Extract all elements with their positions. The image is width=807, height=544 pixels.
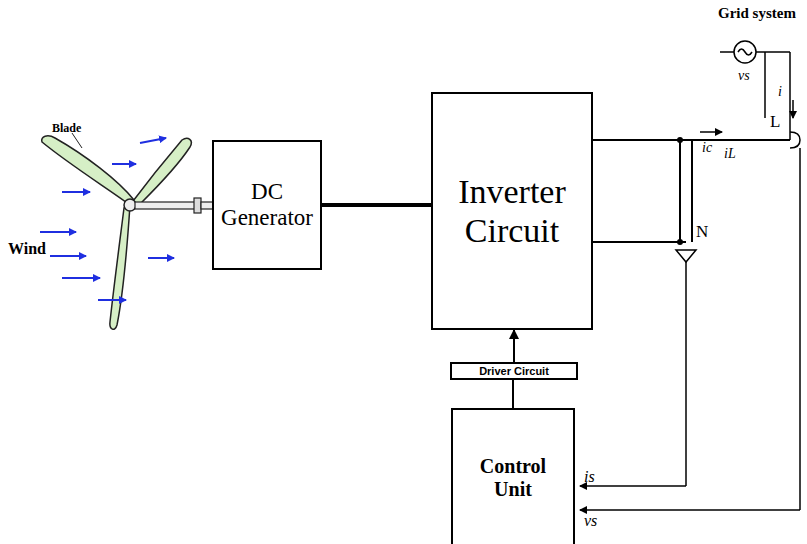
signal-name: i — [778, 84, 782, 100]
box-label: Inverter Circuit — [441, 172, 583, 250]
signal-name: vs — [584, 512, 597, 530]
box-label: Driver Circuit — [479, 365, 549, 378]
dc-link — [322, 203, 431, 207]
signal-name: is — [584, 468, 595, 486]
signal-name: iL — [724, 146, 736, 162]
part-name: Blade — [52, 121, 81, 136]
part-name: Grid system — [718, 5, 796, 22]
ac-wires — [592, 140, 790, 242]
signal-line — [512, 380, 514, 408]
terminal-name: L — [770, 112, 780, 132]
hub — [124, 199, 136, 211]
shaft — [135, 202, 195, 209]
generator-box: DC Generator — [212, 140, 322, 270]
leader-line — [72, 133, 82, 148]
control-box: Control Unit — [451, 408, 575, 544]
grid-source — [720, 41, 790, 140]
wind-arrows — [40, 138, 174, 300]
signal-name: vs — [738, 68, 750, 84]
current-arrow — [700, 131, 722, 133]
signal-line — [513, 330, 515, 362]
signal-name: ic — [702, 140, 712, 156]
terminal-name: N — [696, 222, 708, 242]
current-sensor — [790, 132, 800, 148]
driver-box: Driver Circuit — [450, 362, 578, 380]
inverter-box: Inverter Circuit — [431, 92, 593, 330]
sense-wires — [580, 148, 800, 510]
coupling — [194, 198, 201, 213]
part-name: Wind — [8, 240, 46, 258]
current-arrow — [792, 100, 794, 118]
box-label: DC Generator — [220, 179, 314, 232]
box-label: Control Unit — [459, 455, 567, 501]
